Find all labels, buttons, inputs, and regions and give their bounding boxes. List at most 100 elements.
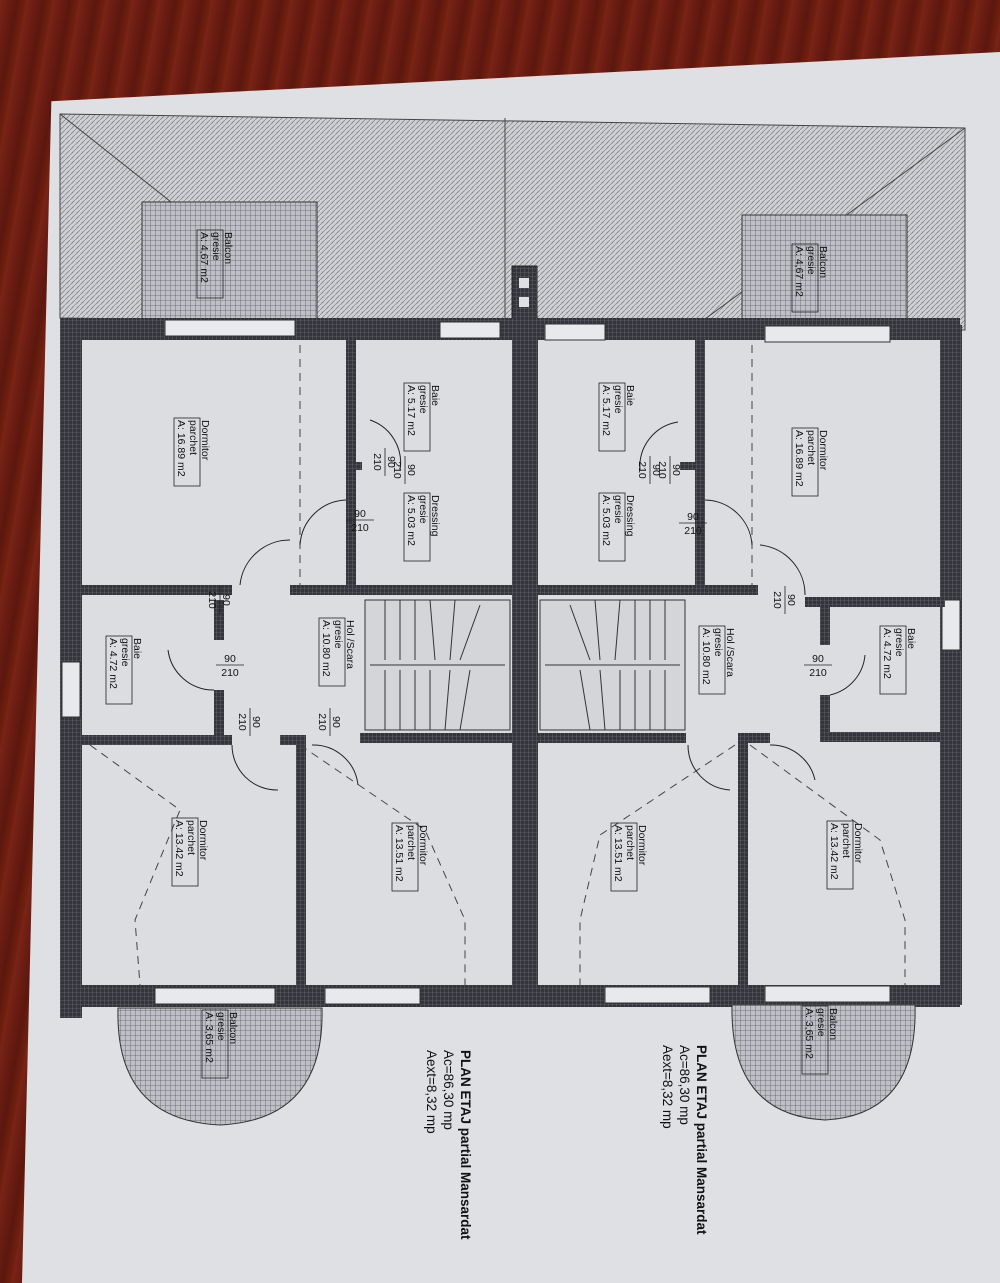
room-name: Baie [131,638,143,659]
room-label-box [201,1009,229,1079]
room-floor: parchet [185,820,197,855]
room-floor: gresie [417,385,429,414]
left-window [61,661,81,718]
room-label-box [826,820,854,890]
room-floor: gresie [215,1012,227,1041]
room-area: A: 3,65 m2 [203,1012,215,1063]
stairs-left [364,599,511,731]
room-name: Hol /Scara [344,620,356,669]
room-area: A: 4,67 m2 [198,232,210,283]
room-label-box [403,382,431,452]
room-label-box [791,243,819,313]
room-name: Hol /Scara [724,628,736,677]
room-label-box [318,617,346,687]
balcony-bottom-left [117,1007,323,1126]
door-height: 210 [371,453,383,471]
door-width: 90 [354,508,366,520]
door-height: 210 [206,591,218,609]
caption-right: PLAN ETAJ partial Mansardat Ac=86,30 mp … [660,1045,709,1235]
room-floor: parchet [187,420,199,455]
right-window [941,599,961,651]
room-label-box [801,1005,829,1075]
room-name: Dressing [624,495,636,537]
room-label-box [598,492,626,562]
caption-aext: Aext=8,32 mp [660,1045,675,1129]
room-floor: gresie [417,495,429,524]
room-area: A: 10.80 m2 [700,628,712,685]
room-floor: parchet [840,823,852,858]
room-floor: gresie [612,385,624,414]
room-label-box [610,822,638,892]
room-area: A: 4.72 m2 [107,638,119,689]
room-area: A: 4.72 m2 [881,628,893,679]
door-height: 210 [809,667,827,679]
room-floor: gresie [210,232,222,261]
room-name: Balcon [222,232,234,264]
bottom-windows [154,985,891,1005]
door-width: 90 [220,594,232,606]
room-floor: parchet [405,825,417,860]
door-height: 210 [316,713,328,731]
room-area: A: 13.51 m2 [612,825,624,882]
door-width: 90 [330,716,342,728]
room-name: Dormitor [417,825,429,866]
door-width: 90 [250,716,262,728]
party-wall [512,320,538,1005]
room-label-box [598,382,626,452]
room-name: Dormitor [852,823,864,864]
caption-left: PLAN ETAJ partial Mansardat Ac=86,30 mp … [424,1050,473,1240]
room-name: Dormitor [197,820,209,861]
room-area: A: 16.89 m2 [175,420,187,477]
room-label-box [105,635,133,705]
room-area: A: 13.42 m2 [828,823,840,880]
room-area: A: 13.51 m2 [393,825,405,882]
balcony-bottom-right [731,1004,916,1121]
room-name: Balcon [227,1012,239,1044]
room-floor: gresie [119,638,131,667]
room-floor: gresie [332,620,344,649]
room-name: Baie [905,628,917,649]
caption-ac: Ac=86,30 mp [441,1050,456,1130]
room-floor: gresie [805,246,817,275]
room-floor: parchet [805,430,817,465]
room-label-box [698,625,726,695]
door-width: 90 [405,464,417,476]
door-width: 90 [670,464,682,476]
room-floor: gresie [893,628,905,657]
room-area: A: 4,67 m2 [793,246,805,297]
door-width: 90 [224,653,236,665]
room-label-box [173,417,201,487]
caption-ac: Ac=86,30 mp [677,1045,692,1125]
room-floor: gresie [612,495,624,524]
caption-title: PLAN ETAJ partial Mansardat [694,1045,709,1235]
room-name: Dressing [429,495,441,537]
door-height: 210 [236,713,248,731]
room-name: Balcon [827,1008,839,1040]
chimney [511,265,538,323]
balcony-top-left [141,201,318,321]
room-floor: gresie [815,1008,827,1037]
